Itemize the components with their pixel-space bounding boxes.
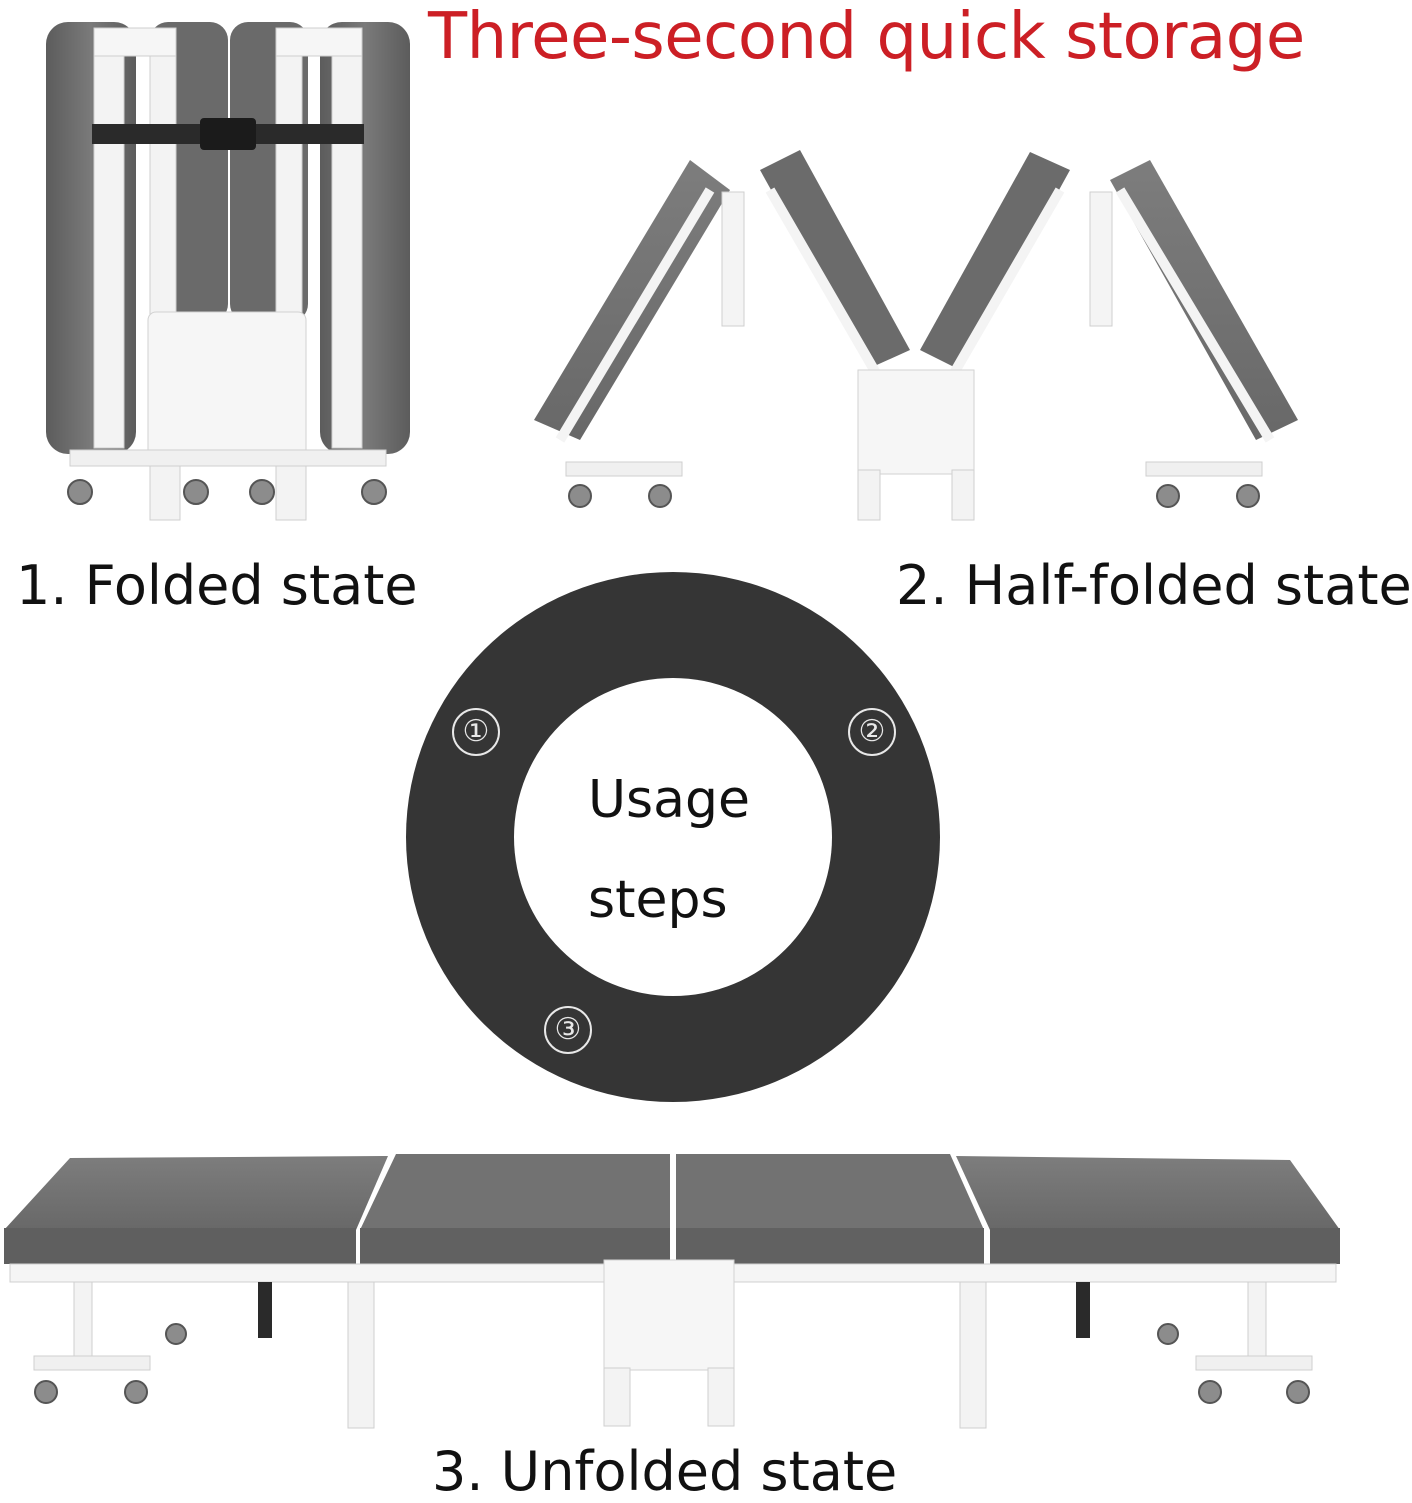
unfolded-bed-image (4, 1154, 1340, 1429)
folded-bed-image (46, 22, 410, 521)
usage-steps-line1: Usage (588, 770, 751, 830)
step-marker-2: ② (848, 708, 896, 756)
usage-steps-line2: steps (588, 870, 728, 930)
step-marker-1: ① (452, 708, 500, 756)
step-marker-3: ③ (544, 1006, 592, 1054)
headline: Three-second quick storage (428, 0, 1305, 74)
caption-half-folded-state: 2. Half-folded state (896, 554, 1412, 617)
caption-folded-state: 1. Folded state (16, 554, 418, 617)
caption-unfolded-state: 3. Unfolded state (432, 1440, 898, 1503)
usage-steps-label: Usage steps (560, 750, 800, 950)
usage-steps-ring-center (514, 678, 832, 996)
half-folded-bed-image (534, 150, 1298, 521)
